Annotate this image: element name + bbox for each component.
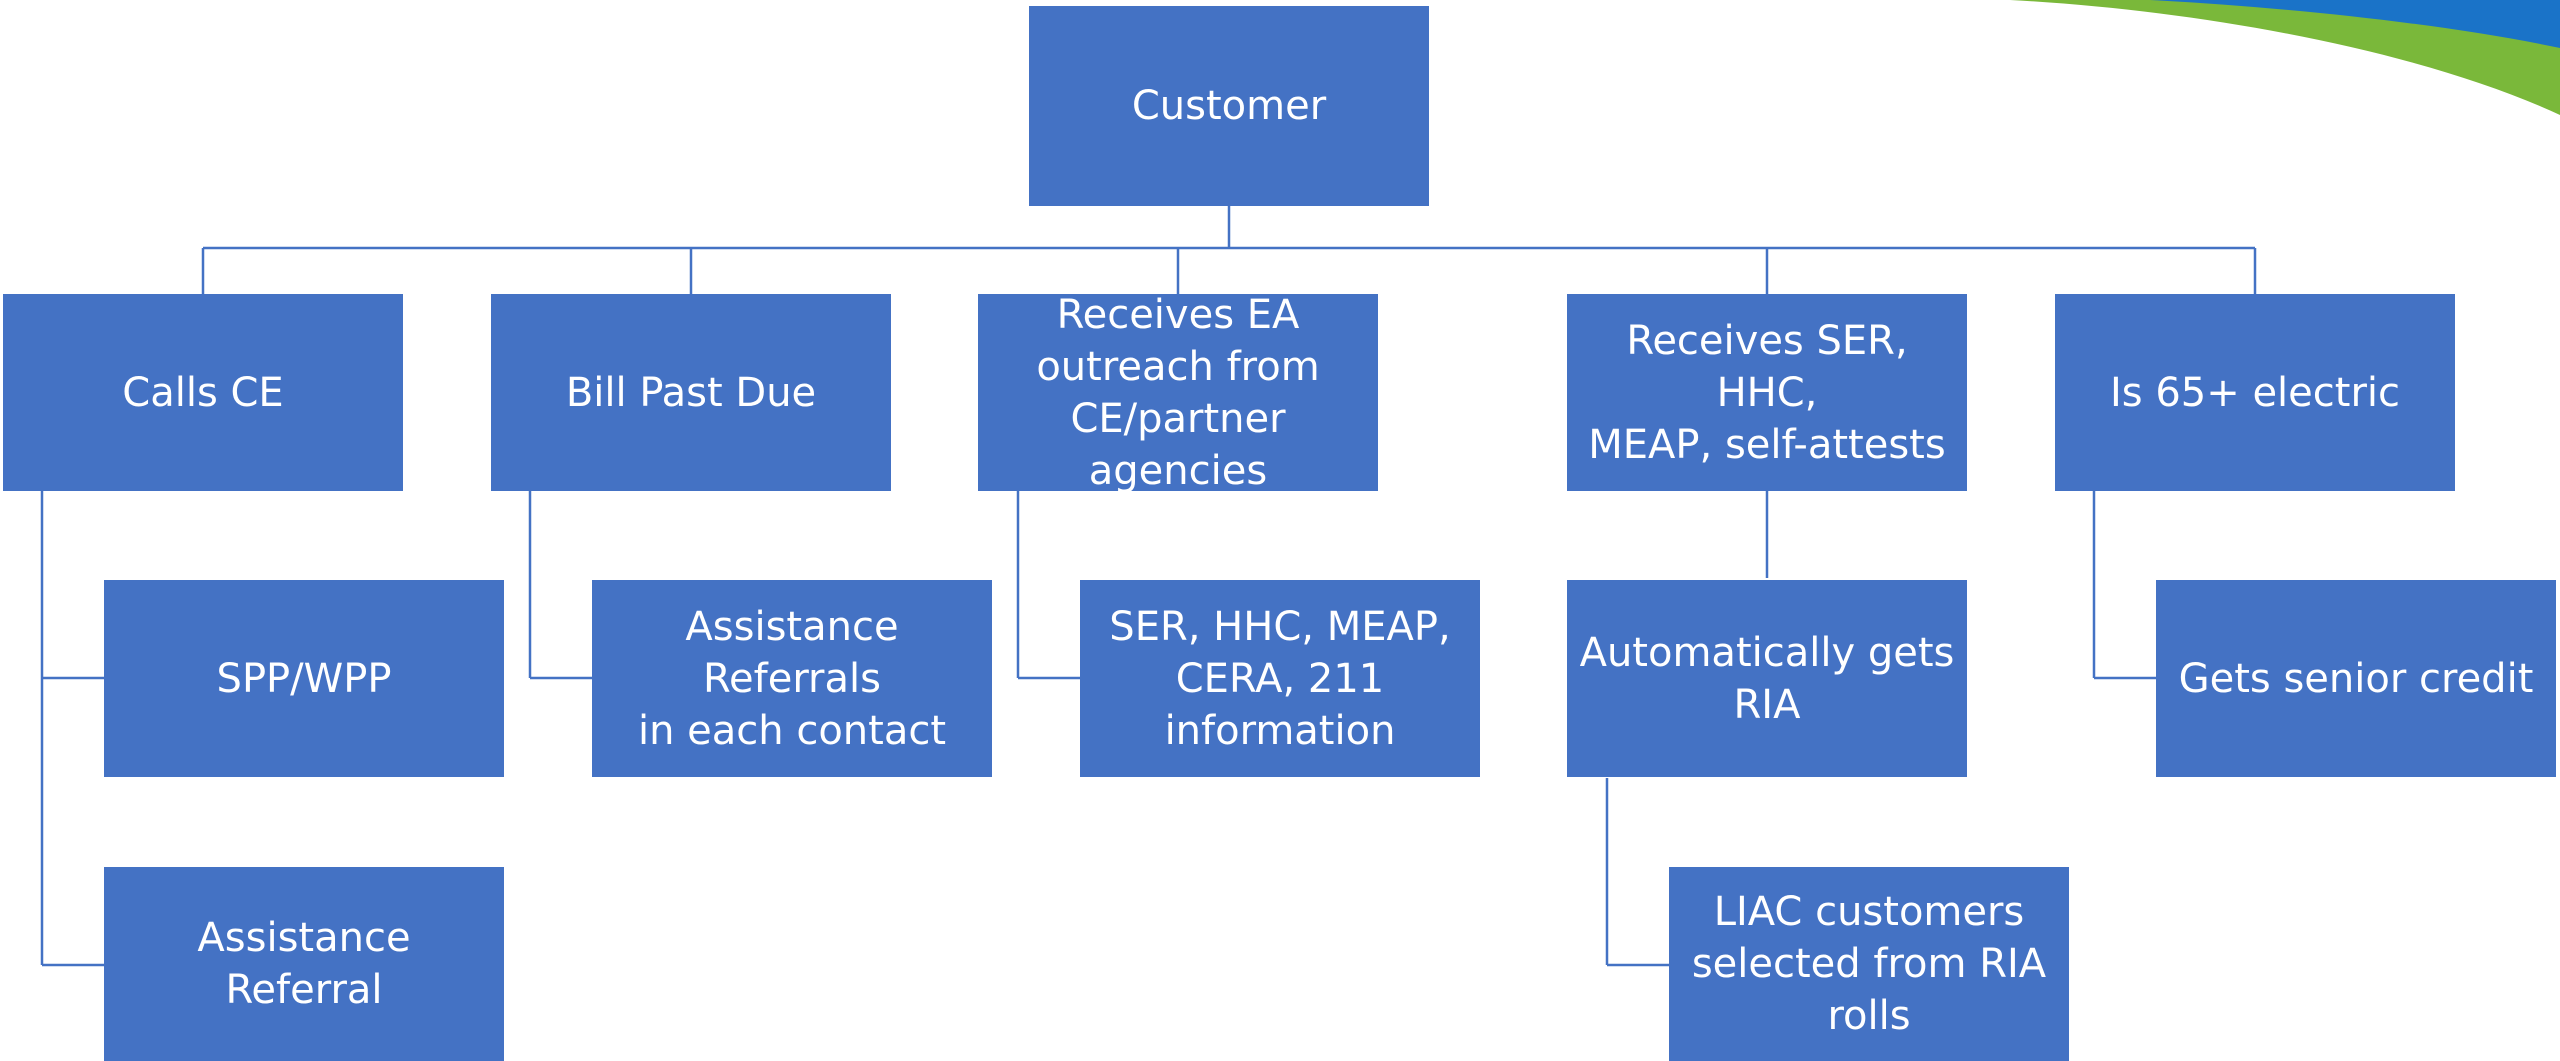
node-ser-hhc-meap-info: SER, HHC, MEAP, CERA, 211 information	[1080, 580, 1480, 777]
node-assistance-referral: Assistance Referral	[104, 867, 504, 1061]
node-bill-past-due: Bill Past Due	[491, 294, 891, 491]
node-spp-wpp: SPP/WPP	[104, 580, 504, 777]
node-assistance-referrals-contact: Assistance Referrals in each contact	[592, 580, 992, 777]
node-customer: Customer	[1029, 6, 1429, 206]
node-receives-ea-outreach: Receives EA outreach from CE/partner age…	[978, 292, 1378, 494]
node-calls-ce: Calls CE	[3, 294, 403, 491]
node-is-65-plus: Is 65+ electric	[2055, 294, 2455, 491]
node-automatically-gets-ria: Automatically gets RIA	[1567, 580, 1967, 777]
node-receives-ser: Receives SER, HHC, MEAP, self-attests	[1567, 294, 1967, 491]
node-liac-customers: LIAC customers selected from RIA rolls	[1669, 867, 2069, 1061]
node-gets-senior-credit: Gets senior credit	[2156, 580, 2556, 777]
